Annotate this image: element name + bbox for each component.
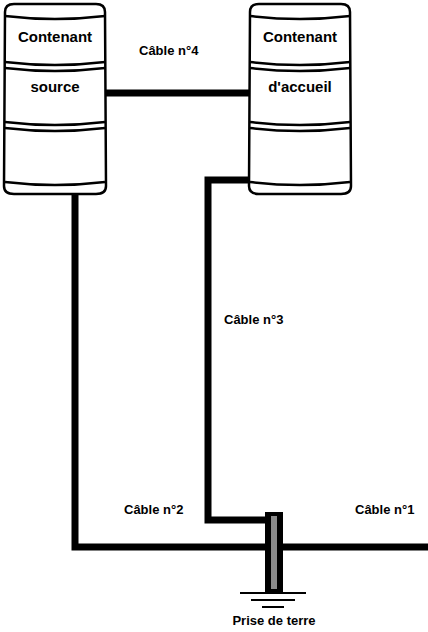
ground-cable	[283, 544, 428, 551]
cable-label: Câble n°2	[122, 502, 185, 518]
cable-label: Câble n°4	[137, 43, 200, 59]
ground-rod-node: Prise de terre	[265, 512, 283, 593]
ground-label: Prise de terre	[232, 613, 315, 629]
ground-symbol	[240, 593, 306, 607]
container-label: Contenant d'accueil	[247, 12, 353, 112]
cable-connector	[106, 90, 249, 97]
cable-connector	[208, 180, 265, 520]
container-label: Contenant source	[2, 12, 108, 112]
barrel-container: Contenant d'accueil	[247, 2, 353, 196]
barrel-container: Contenant source	[2, 2, 108, 196]
cable-connector	[75, 194, 265, 547]
ground-rod	[265, 512, 283, 593]
cable-label: Câble n°3	[222, 312, 285, 328]
cable-label: Câble n°1	[353, 502, 416, 518]
